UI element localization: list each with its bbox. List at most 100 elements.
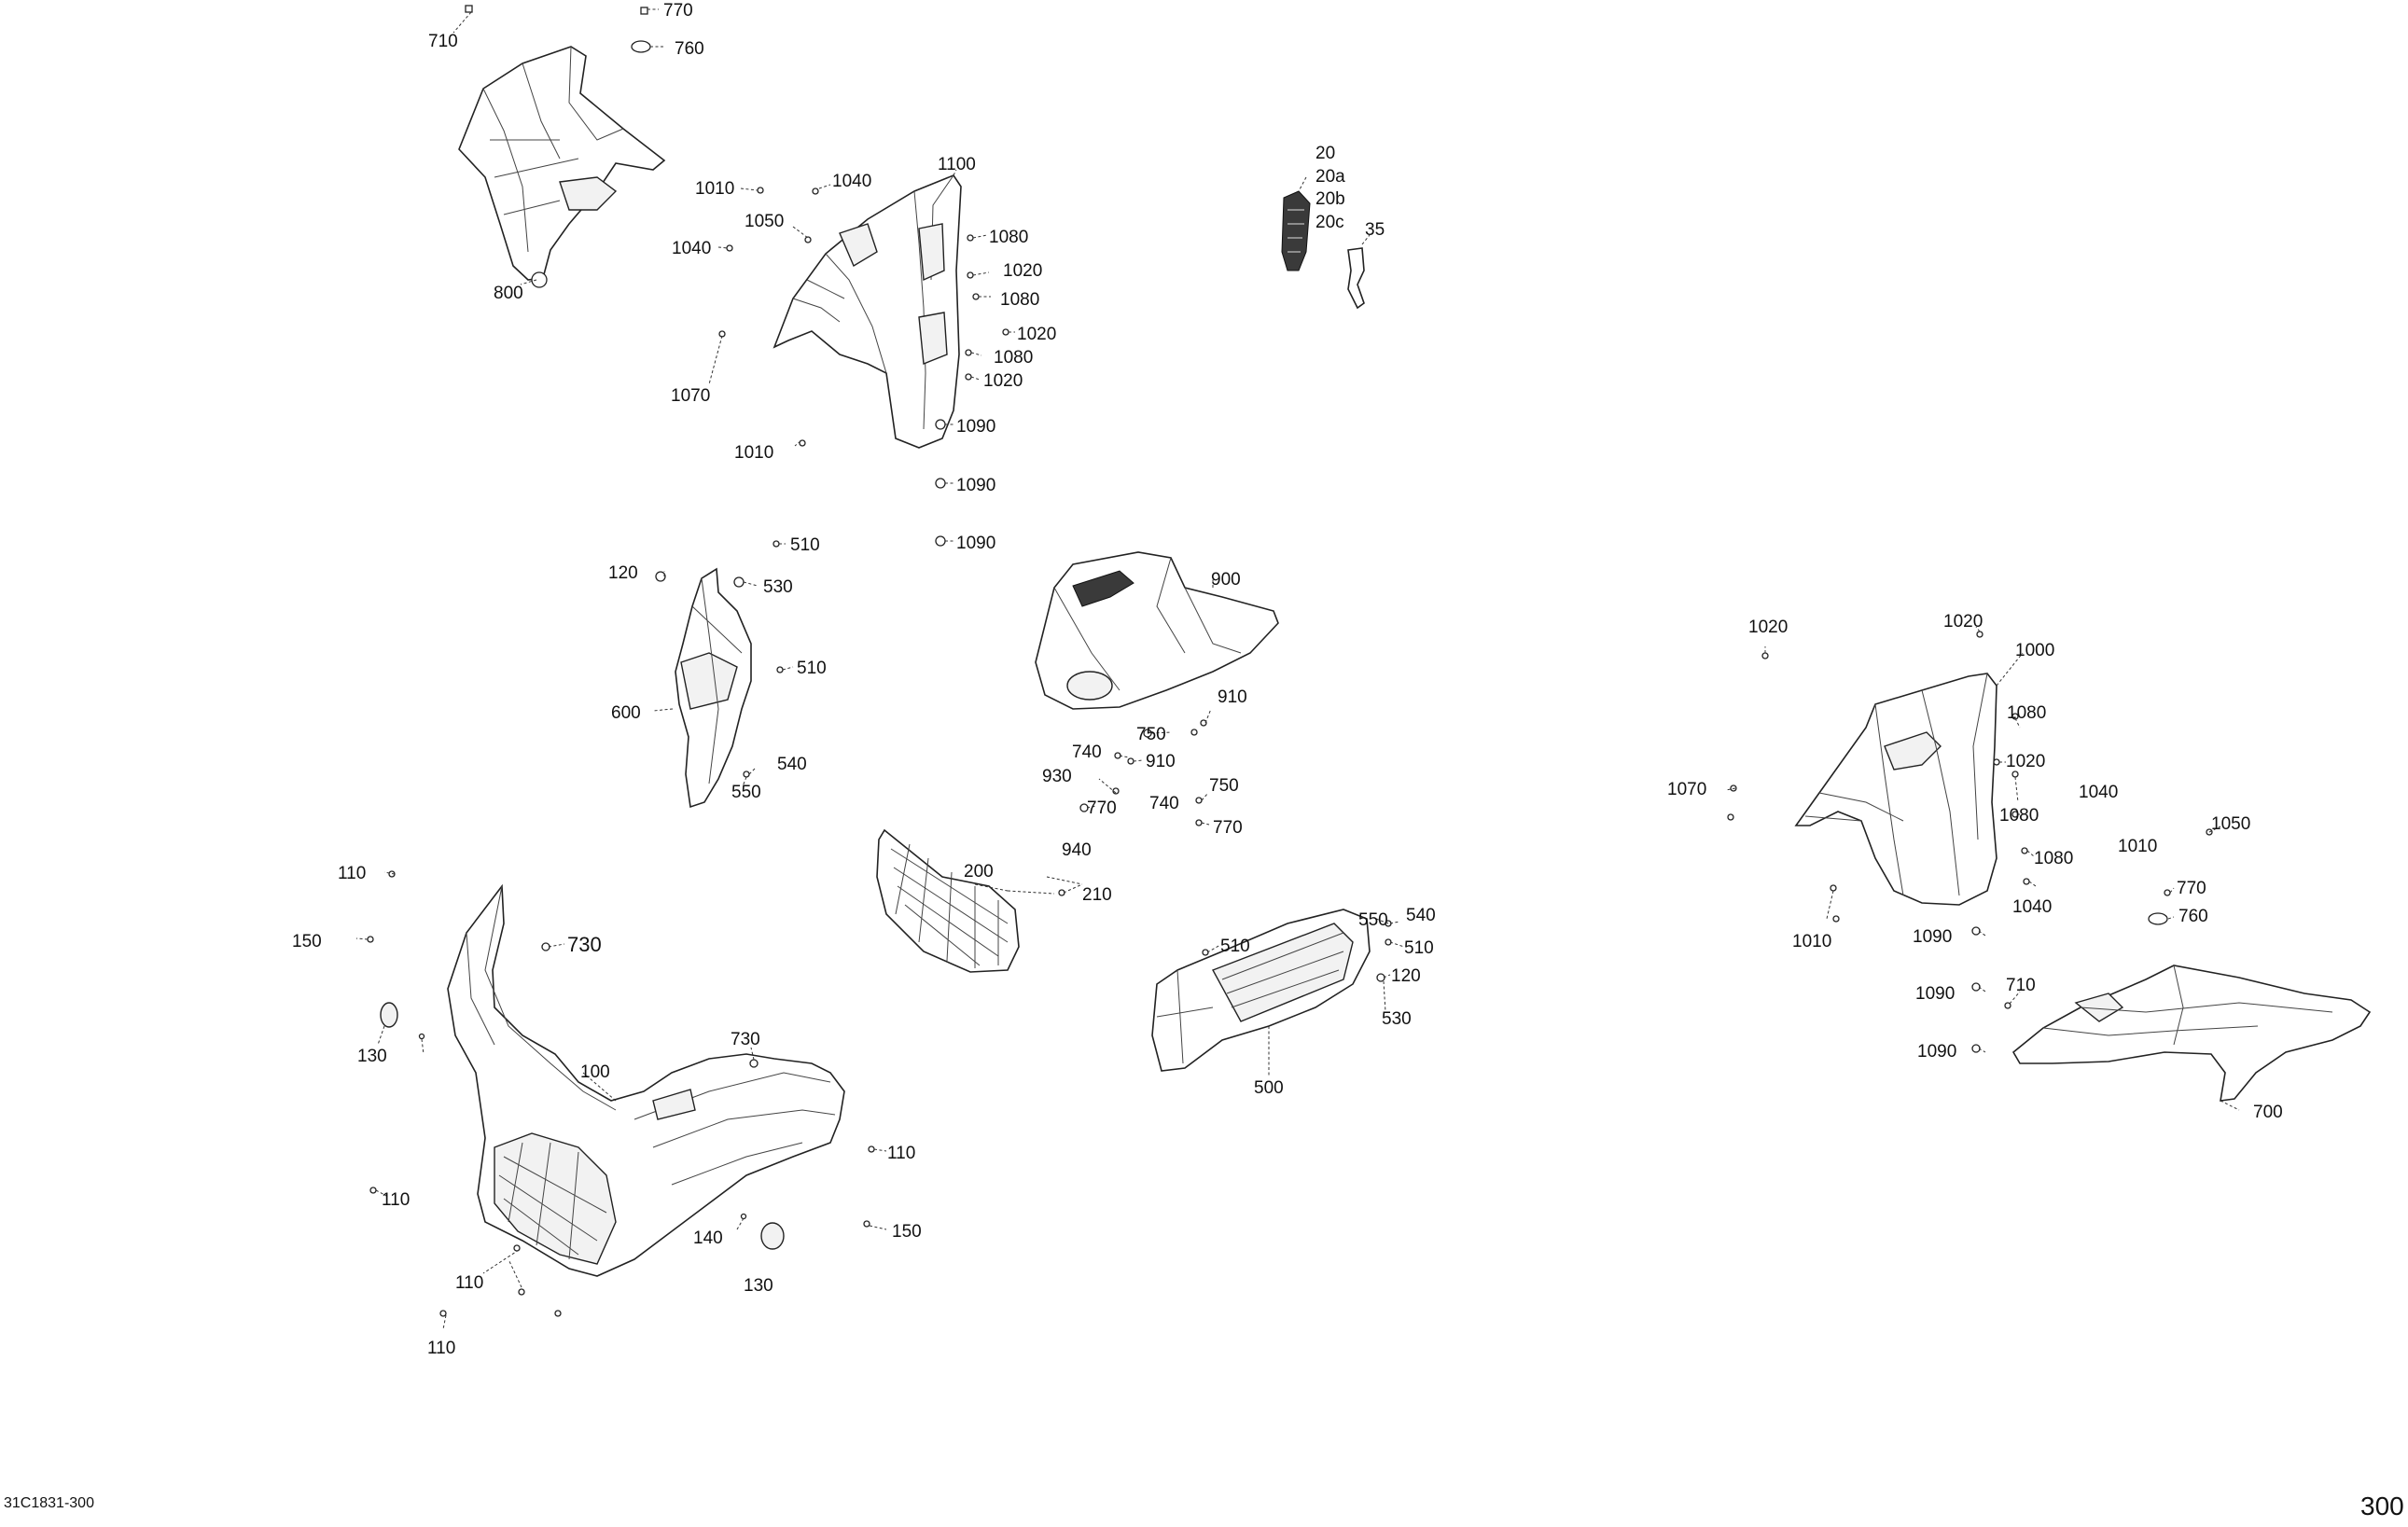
callout-740: 740 — [1149, 794, 1179, 813]
part-500-bracket — [1151, 909, 1371, 1072]
callout-1080: 1080 — [1000, 290, 1039, 310]
callout-200: 200 — [964, 862, 994, 881]
part-800-panel — [458, 46, 666, 288]
part-200-grille — [876, 828, 1020, 973]
callout-1040: 1040 — [2079, 783, 2118, 802]
leader-lines — [355, 8, 2240, 1330]
callout-800: 800 — [494, 284, 523, 303]
diagram-code: 31C1831-300 — [4, 1495, 94, 1511]
callout-730: 730 — [567, 933, 602, 956]
callout-710: 710 — [2006, 976, 2036, 995]
callout-1020: 1020 — [983, 371, 1023, 391]
part-1000-panel — [1794, 673, 1997, 906]
callout-530: 530 — [1382, 1009, 1412, 1029]
callout-510: 510 — [1220, 937, 1250, 956]
callout-740: 740 — [1072, 743, 1102, 762]
callout-100: 100 — [580, 1062, 610, 1082]
callout-940: 940 — [1062, 840, 1092, 860]
callout-930: 930 — [1042, 767, 1072, 786]
callout-510: 510 — [797, 659, 827, 678]
part-20-light-assembly — [1281, 190, 1311, 271]
callout-770: 770 — [663, 1, 693, 21]
part-35-bracket — [1347, 247, 1365, 310]
callout-770: 770 — [1213, 818, 1243, 838]
callout-140: 140 — [693, 1229, 723, 1248]
callout-1010: 1010 — [734, 443, 773, 463]
callout-150: 150 — [892, 1222, 922, 1242]
callout-770: 770 — [2177, 879, 2206, 898]
callout-1040: 1040 — [2012, 897, 2052, 917]
callout-1080: 1080 — [989, 228, 1028, 247]
callout-1020: 1020 — [1943, 612, 1983, 632]
callout-1040: 1040 — [832, 172, 871, 191]
callout-700: 700 — [2253, 1103, 2283, 1122]
callout-130: 130 — [744, 1276, 773, 1296]
callout-110: 110 — [338, 864, 366, 883]
callout-1090: 1090 — [956, 534, 995, 553]
callout-600: 600 — [611, 703, 641, 723]
part-100-front-bumper — [447, 883, 845, 1277]
callout-900: 900 — [1211, 570, 1241, 590]
callout-110: 110 — [455, 1273, 483, 1293]
callout-1070: 1070 — [671, 386, 710, 406]
page-number: 300 — [2360, 1492, 2404, 1520]
callout-1080: 1080 — [2007, 703, 2046, 723]
part-1100-panel — [773, 174, 962, 449]
callout-1020: 1020 — [1748, 618, 1788, 637]
callout-760: 760 — [2178, 907, 2208, 926]
callout-750: 750 — [1209, 776, 1239, 796]
callout-510: 510 — [790, 535, 820, 555]
callout-20c: 20c — [1315, 213, 1344, 232]
callout-1010: 1010 — [695, 179, 734, 199]
callout-20a: 20a — [1315, 167, 1345, 187]
callout-1080: 1080 — [994, 348, 1033, 368]
callout-910: 910 — [1218, 687, 1247, 707]
callout-110: 110 — [382, 1190, 410, 1210]
callout-1010: 1010 — [2118, 837, 2157, 856]
callout-1080: 1080 — [1999, 806, 2039, 826]
callout-1100: 1100 — [938, 155, 976, 174]
callout-500: 500 — [1254, 1078, 1284, 1098]
callout-1040: 1040 — [672, 239, 711, 258]
callout-770: 770 — [1087, 798, 1117, 818]
callout-1020: 1020 — [1017, 325, 1056, 344]
callout-1090: 1090 — [1917, 1042, 1956, 1062]
callout-150: 150 — [292, 932, 322, 951]
callout-1000: 1000 — [2015, 641, 2054, 660]
callout-1010: 1010 — [1792, 932, 1831, 951]
callout-910: 910 — [1146, 752, 1176, 771]
callout-130: 130 — [357, 1047, 387, 1066]
callout-550: 550 — [1358, 910, 1388, 930]
callout-1020: 1020 — [1003, 261, 1042, 281]
callout-760: 760 — [675, 39, 704, 59]
callout-labels: 710 770 760 800 1010 1040 1100 1050 1040… — [292, 1, 2283, 1358]
callout-530: 530 — [763, 577, 793, 597]
part-900-cover — [1035, 551, 1279, 710]
callout-730: 730 — [731, 1030, 760, 1049]
callout-210: 210 — [1082, 885, 1112, 905]
callout-1080: 1080 — [2034, 849, 2073, 868]
callout-1090: 1090 — [956, 417, 995, 437]
callout-110: 110 — [887, 1144, 915, 1163]
callout-1050: 1050 — [745, 212, 784, 231]
callout-1090: 1090 — [1913, 927, 1952, 947]
callout-510: 510 — [1404, 938, 1434, 958]
part-700-panel — [2011, 965, 2372, 1102]
part-600-bracket — [675, 567, 752, 809]
callout-710: 710 — [428, 32, 458, 51]
callout-120: 120 — [1391, 966, 1421, 986]
callout-1020: 1020 — [2006, 752, 2045, 771]
callout-1070: 1070 — [1667, 780, 1706, 799]
callout-20b: 20b — [1315, 189, 1345, 209]
callout-750: 750 — [1136, 725, 1166, 744]
callout-120: 120 — [608, 563, 638, 583]
callout-1090: 1090 — [956, 476, 995, 495]
callout-540: 540 — [1406, 906, 1436, 925]
callout-110: 110 — [427, 1339, 455, 1358]
callout-540: 540 — [777, 755, 807, 774]
fasteners — [367, 5, 2213, 1317]
callout-20: 20 — [1315, 144, 1335, 163]
callout-1050: 1050 — [2211, 814, 2250, 834]
callout-550: 550 — [731, 783, 761, 802]
